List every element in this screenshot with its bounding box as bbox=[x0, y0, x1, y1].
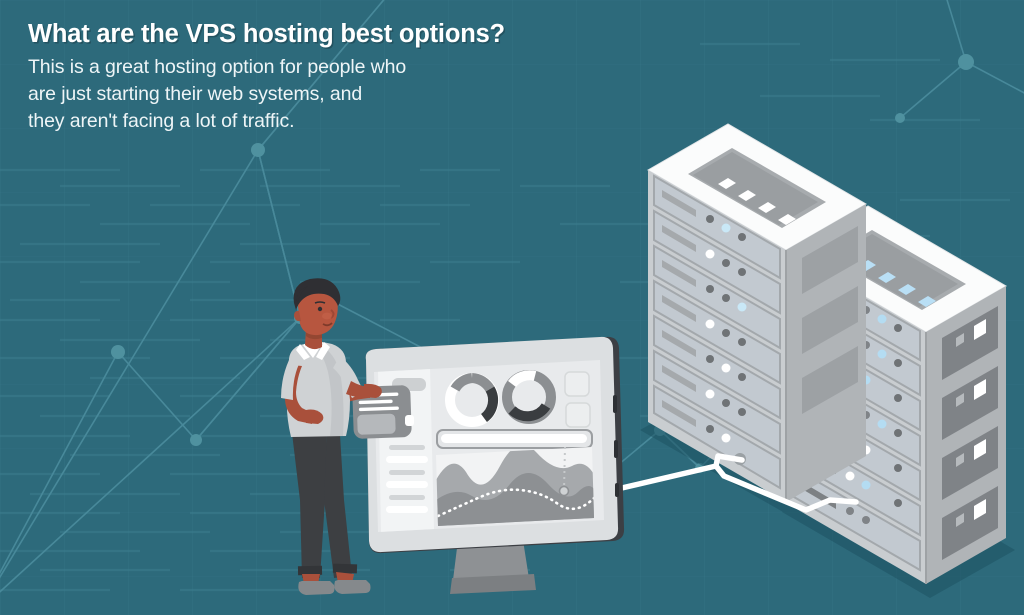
monitor-buttons bbox=[613, 395, 619, 497]
trend-dotted-line bbox=[436, 488, 594, 518]
nose bbox=[330, 309, 335, 319]
hand bbox=[364, 383, 382, 398]
cable-to-rack-2 bbox=[713, 463, 859, 513]
sidebar-list bbox=[386, 445, 428, 513]
leg-left bbox=[292, 433, 327, 578]
subtitle-line-3: they aren't facing a lot of traffic. bbox=[28, 109, 295, 132]
dashboard-area-chart bbox=[436, 447, 594, 526]
dashboard-progress-bar bbox=[436, 429, 593, 449]
shoe-left bbox=[298, 581, 335, 595]
network-cables bbox=[593, 453, 859, 513]
subtitle-line-2: are just starting their web systems, and bbox=[28, 82, 363, 105]
overlay-card-tab bbox=[405, 415, 414, 426]
hair bbox=[293, 278, 341, 310]
cheek bbox=[322, 312, 332, 320]
donut-chart-2 bbox=[502, 370, 556, 424]
area-series-front bbox=[436, 473, 594, 526]
shoe-right bbox=[334, 580, 371, 594]
head bbox=[297, 284, 338, 336]
rack1-handles bbox=[662, 190, 696, 427]
donut-chart-1 bbox=[445, 373, 499, 427]
leg-right bbox=[324, 433, 352, 578]
dashboard-side-boxes bbox=[564, 371, 591, 428]
rack1-side-panels bbox=[802, 226, 858, 414]
rack1-top-leds bbox=[718, 178, 796, 225]
page-subtitle: This is a great hosting option for peopl… bbox=[28, 54, 668, 135]
text-block: What are the VPS hosting best options? T… bbox=[28, 20, 668, 135]
cable-to-rack-1 bbox=[593, 453, 745, 497]
mouth bbox=[322, 322, 333, 327]
subtitle-line-1: This is a great hosting option for peopl… bbox=[28, 56, 407, 79]
page-title: What are the VPS hosting best options? bbox=[28, 20, 505, 48]
chart-marker bbox=[558, 446, 570, 497]
standing-man bbox=[281, 278, 382, 595]
eye bbox=[317, 306, 323, 312]
rack2-side-panels bbox=[942, 306, 998, 560]
rack1-leds bbox=[705, 215, 747, 443]
